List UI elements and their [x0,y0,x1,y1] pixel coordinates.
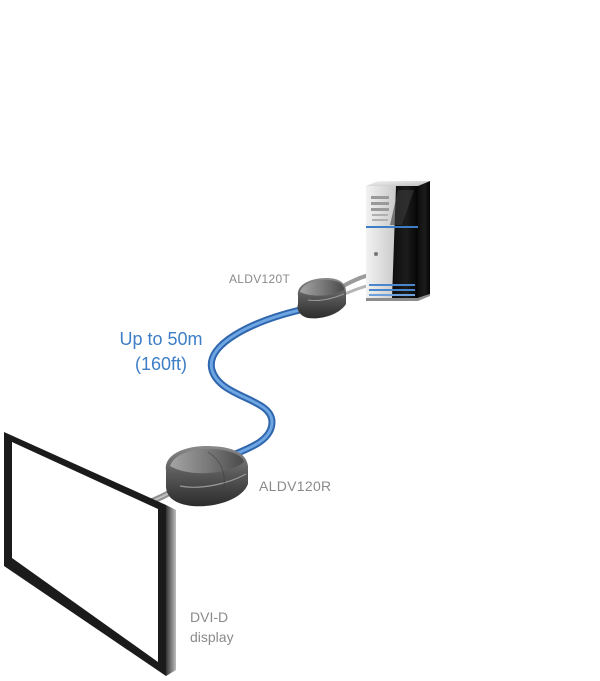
extender-transmitter-icon [297,278,346,319]
display-label-line1: DVI-D [190,609,229,625]
distance-label-line1: Up to 50m [119,329,203,349]
cat-cable-highlight [209,308,302,457]
display-label: DVI-D display [190,607,234,647]
tower-computer-icon [366,181,430,301]
distance-label: Up to 50m (160ft) [96,327,226,377]
monitor-display-icon [4,432,176,676]
display-label-line2: display [190,629,234,645]
distance-label-line2: (160ft) [134,354,188,374]
extender-receiver-icon [165,446,248,507]
transmitter-label: ALDV120T [229,272,291,286]
receiver-label: ALDV120R [259,478,332,494]
